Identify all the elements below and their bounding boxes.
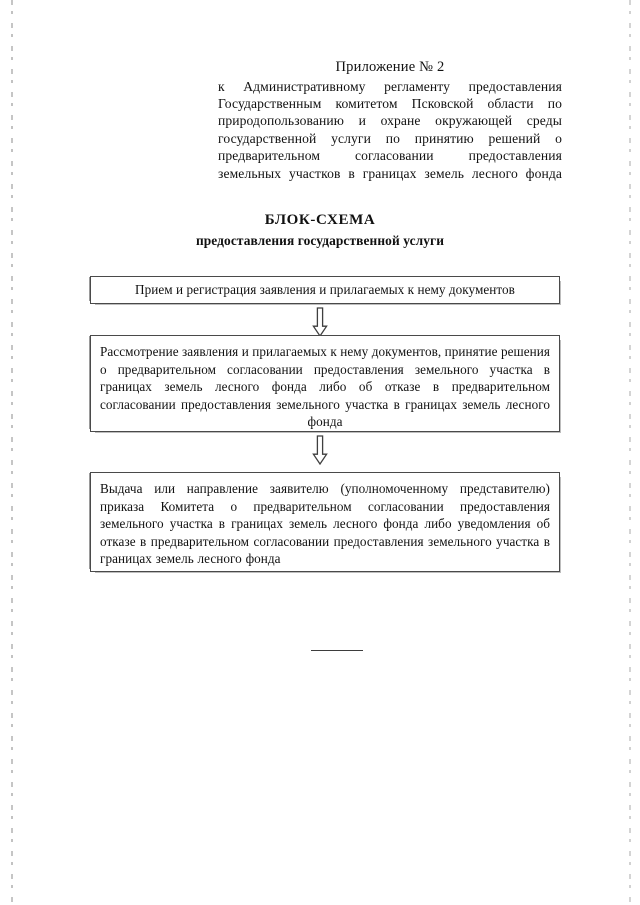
flow-step-intake: Прием и регистрация заявления и прилагае… [90, 276, 560, 304]
down-arrow-icon [309, 307, 331, 338]
down-arrow-icon [309, 435, 331, 466]
appendix-reference-text-last: земельных участков в границах земель лес… [218, 166, 562, 182]
page-title: БЛОК-СХЕМА [264, 212, 376, 228]
page-subtitle: предоставления государственной услуги [195, 233, 445, 248]
appendix-reference-block: Приложение № 2 к Административному регла… [218, 58, 562, 182]
bottom-separator-rule [311, 650, 363, 651]
flow-step-intake-label: Прием и регистрация заявления и прилагае… [135, 282, 515, 298]
appendix-reference-text: к Административному регламенту предостав… [218, 79, 562, 163]
flow-step-review-label: Рассмотрение заявления и прилагаемых к н… [100, 344, 550, 430]
flow-step-review: Рассмотрение заявления и прилагаемых к н… [90, 335, 560, 432]
flow-step-issue: Выдача или направление заявителю (уполно… [90, 472, 560, 572]
appendix-label: Приложение № 2 [335, 59, 445, 75]
flow-step-issue-label: Выдача или направление заявителю (уполно… [100, 481, 550, 567]
scan-edge-right [629, 0, 631, 905]
scan-edge-left [11, 0, 13, 905]
